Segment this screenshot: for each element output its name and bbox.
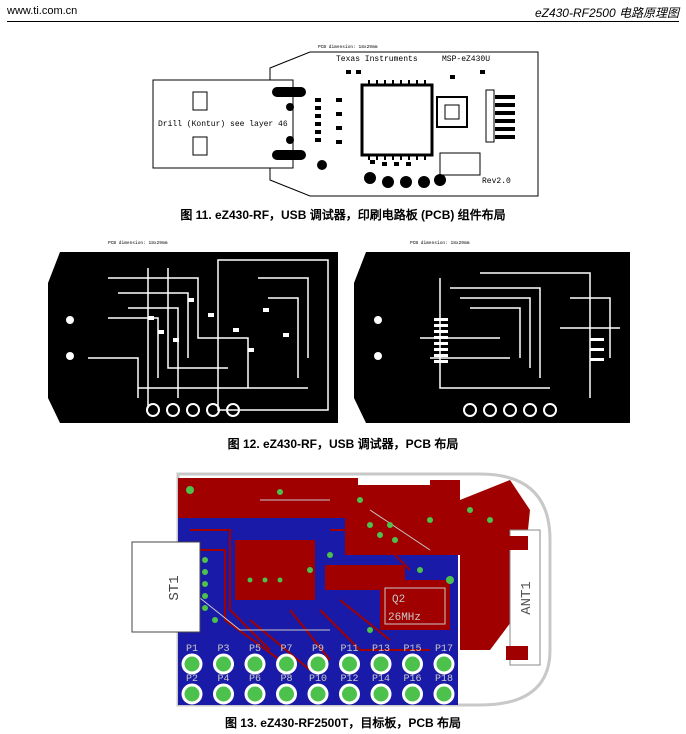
- pcb-dimension-label-right: PCB dimension: 18x29mm: [410, 240, 470, 246]
- figure-13-target-board: ST1 Q2 26MHz ANT1 P1 P3 P5 P7 P9 P11 P13 P15 P17…: [131, 472, 552, 707]
- pin-bottom-pad: [244, 683, 266, 705]
- figure-11-assembly-drawing: PCB dimension: 18x29mm Drill (Kontur) se…: [152, 44, 539, 197]
- figure-11-caption: 图 11. eZ430-RF，USB 调试器，印刷电路板 (PCB) 组件布局: [180, 208, 506, 222]
- st1-label: ST1: [167, 575, 183, 600]
- pin-bottom-label: P16: [403, 674, 421, 685]
- figure-12-pcb-top-layer: PCB dimension: 18x29mm: [48, 240, 338, 423]
- pin-bottom-pad: [433, 683, 455, 705]
- pin-row-bottom: P2 P4 P6 P8 P10 P12 P14 P16 P18: [181, 674, 455, 705]
- pin-top-label: P5: [249, 644, 261, 655]
- pin-bottom-label: P6: [249, 674, 261, 685]
- crystal-ref-label: Q2: [392, 594, 405, 606]
- usb-connector-outline: [152, 79, 294, 169]
- pin-bottom-label: P4: [217, 674, 229, 685]
- mcu-copper-pad: [235, 540, 315, 600]
- pin-bottom-pad: [181, 683, 203, 705]
- antenna-label: ANT1: [519, 581, 535, 615]
- pin-bottom-label: P14: [372, 674, 390, 685]
- pin-top-pad: [276, 653, 297, 675]
- header-rule: [7, 21, 679, 22]
- pin-bottom-pad: [307, 683, 329, 705]
- pcb-dimension-label: PCB dimension: 18x29mm: [318, 44, 378, 50]
- mcu-footprint: [360, 83, 434, 157]
- pin-top-label: P3: [217, 644, 229, 655]
- drill-note: Drill (Kontur) see layer 46: [158, 120, 288, 129]
- pin-bottom-pad: [402, 683, 423, 705]
- pin-bottom-label: P18: [435, 674, 453, 685]
- document-title: eZ430-RF2500 电路原理图: [534, 6, 679, 20]
- figure-13-caption: 图 13. eZ430-RF2500T，目标板，PCB 布局: [224, 716, 462, 730]
- company-label: Texas Instruments: [336, 55, 418, 64]
- pin-bottom-label: P10: [309, 674, 327, 685]
- site-url[interactable]: www.ti.com.cn: [7, 5, 78, 17]
- pin-top-pad: [244, 653, 266, 675]
- pin-top-label: P7: [280, 644, 292, 655]
- pcb-dimension-label-left: PCB dimension: 18x29mm: [108, 240, 168, 246]
- pin-bottom-pad: [213, 683, 234, 705]
- pin-top-pad: [370, 653, 392, 675]
- pin-bottom-pad: [339, 683, 360, 705]
- antenna-outline: [509, 529, 541, 666]
- pin-bottom-label: P2: [186, 674, 198, 685]
- part-label: MSP-eZ430U: [442, 55, 490, 64]
- crystal-frequency-label: 26MHz: [388, 612, 421, 624]
- figure-12-caption: 图 12. eZ430-RF，USB 调试器，PCB 布局: [227, 437, 459, 451]
- pin-top-label: P1: [186, 644, 198, 655]
- pin-top-pad: [213, 653, 234, 675]
- pin-top-pad: [402, 653, 423, 675]
- revision-label: Rev2.0: [482, 177, 511, 186]
- pin-top-label: P9: [312, 644, 324, 655]
- pin-top-label: P17: [435, 644, 453, 655]
- pin-top-label: P13: [372, 644, 390, 655]
- pin-top-pad: [339, 653, 360, 675]
- pin-bottom-pad: [370, 683, 392, 705]
- pin-top-label: P11: [340, 644, 358, 655]
- pin-top-label: P15: [403, 644, 421, 655]
- st1-connector-outline: [131, 541, 201, 633]
- pin-top-pad: [433, 653, 455, 675]
- page-header: www.ti.com.cn eZ430-RF2500 电路原理图: [7, 0, 679, 20]
- pin-top-pad: [307, 653, 329, 675]
- pin-top-pad: [181, 653, 203, 675]
- pin-bottom-label: P12: [340, 674, 358, 685]
- pin-row-top: P1 P3 P5 P7 P9 P11 P13 P15 P17: [181, 644, 455, 675]
- figure-12-pcb-bottom-layer: PCB dimension: 18x29mm: [354, 240, 630, 423]
- pin-bottom-label: P8: [280, 674, 292, 685]
- pin-bottom-pad: [276, 683, 297, 705]
